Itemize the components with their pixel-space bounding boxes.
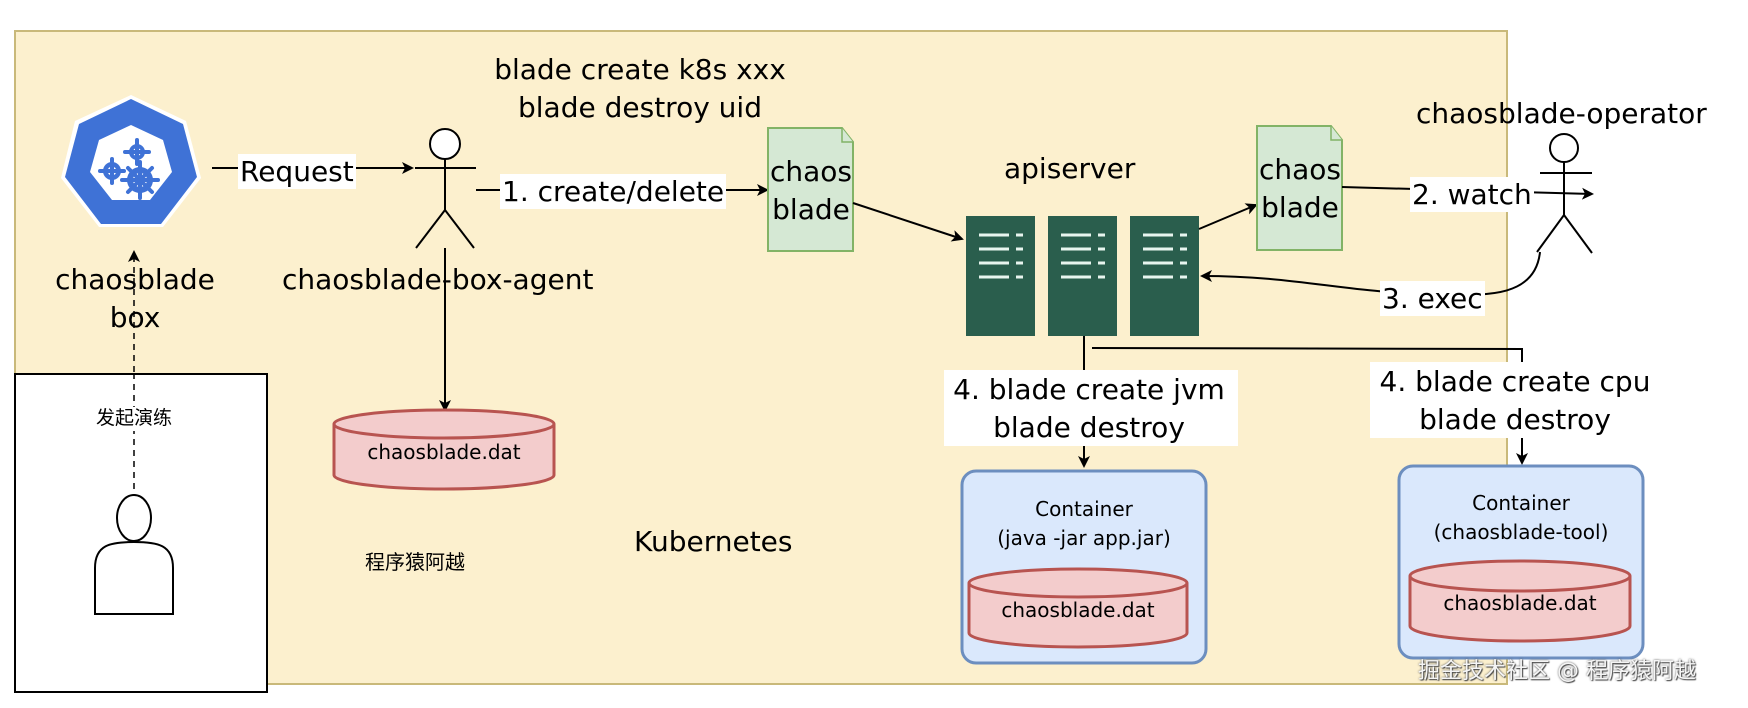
apiserver-crd-edge <box>1198 203 1258 230</box>
exec-edge <box>1200 251 1541 296</box>
cpu-edge-label-box: 4. blade create cpu blade destroy <box>1370 362 1664 438</box>
crd-document-left <box>767 127 854 252</box>
crd-right-line1: chaos <box>1258 153 1342 186</box>
jvm-command-line2: blade destroy <box>993 411 1185 444</box>
container-jvm-subtitle: (java -jar app.jar) <box>997 526 1171 550</box>
agent-label: chaosblade-box-agent <box>282 263 594 296</box>
server-rack-icon <box>966 216 1199 336</box>
initiate-drill-label: 发起演练 <box>84 407 184 431</box>
command-line2: blade destroy uid <box>518 91 762 124</box>
apiserver-label: apiserver <box>1004 152 1136 185</box>
actor-icon <box>415 128 476 249</box>
crd-left-line1: chaos <box>769 155 853 188</box>
box-label-line1: chaosblade <box>55 263 215 296</box>
exec-label: 3. exec <box>1380 281 1485 316</box>
actor-icon <box>1536 133 1593 254</box>
container-tool-db-label: chaosblade.dat <box>1443 591 1597 615</box>
kubernetes-region-label: Kubernetes <box>634 525 793 558</box>
agent-db-label: chaosblade.dat <box>367 440 521 464</box>
command-line1: blade create k8s xxx <box>494 53 786 86</box>
container-jvm-db-cylinder <box>967 567 1189 649</box>
author-tag: 程序猿阿越 <box>365 550 465 574</box>
crd-apiserver-edge <box>852 202 964 242</box>
operator-label: chaosblade-operator <box>1416 97 1707 130</box>
watermark: 掘金技术社区 @ 程序猿阿越 <box>1418 659 1696 684</box>
box-label-line2: box <box>109 301 161 334</box>
jvm-command-line1: 4. blade create jvm <box>953 373 1225 406</box>
watch-label: 2. watch <box>1410 177 1534 212</box>
crd-left-line2: blade <box>772 193 850 226</box>
container-jvm-title: Container <box>1035 497 1133 521</box>
agent-db-cylinder <box>332 408 556 491</box>
container-tool-title: Container <box>1472 491 1570 515</box>
crd-document-right <box>1256 125 1343 251</box>
container-jvm-db-label: chaosblade.dat <box>1001 598 1155 622</box>
container-tool-db-cylinder <box>1408 559 1632 643</box>
kubernetes-gear-icon <box>61 95 201 227</box>
jvm-edge-label-box: 4. blade create jvm blade destroy <box>944 370 1238 446</box>
create-delete-label: 1. create/delete <box>500 174 727 209</box>
request-label: Request <box>238 154 356 189</box>
crd-right-line2: blade <box>1261 191 1339 224</box>
cpu-command-line1: 4. blade create cpu <box>1379 365 1651 398</box>
cpu-command-line2: blade destroy <box>1419 403 1611 436</box>
container-tool-subtitle: (chaosblade-tool) <box>1433 520 1609 544</box>
